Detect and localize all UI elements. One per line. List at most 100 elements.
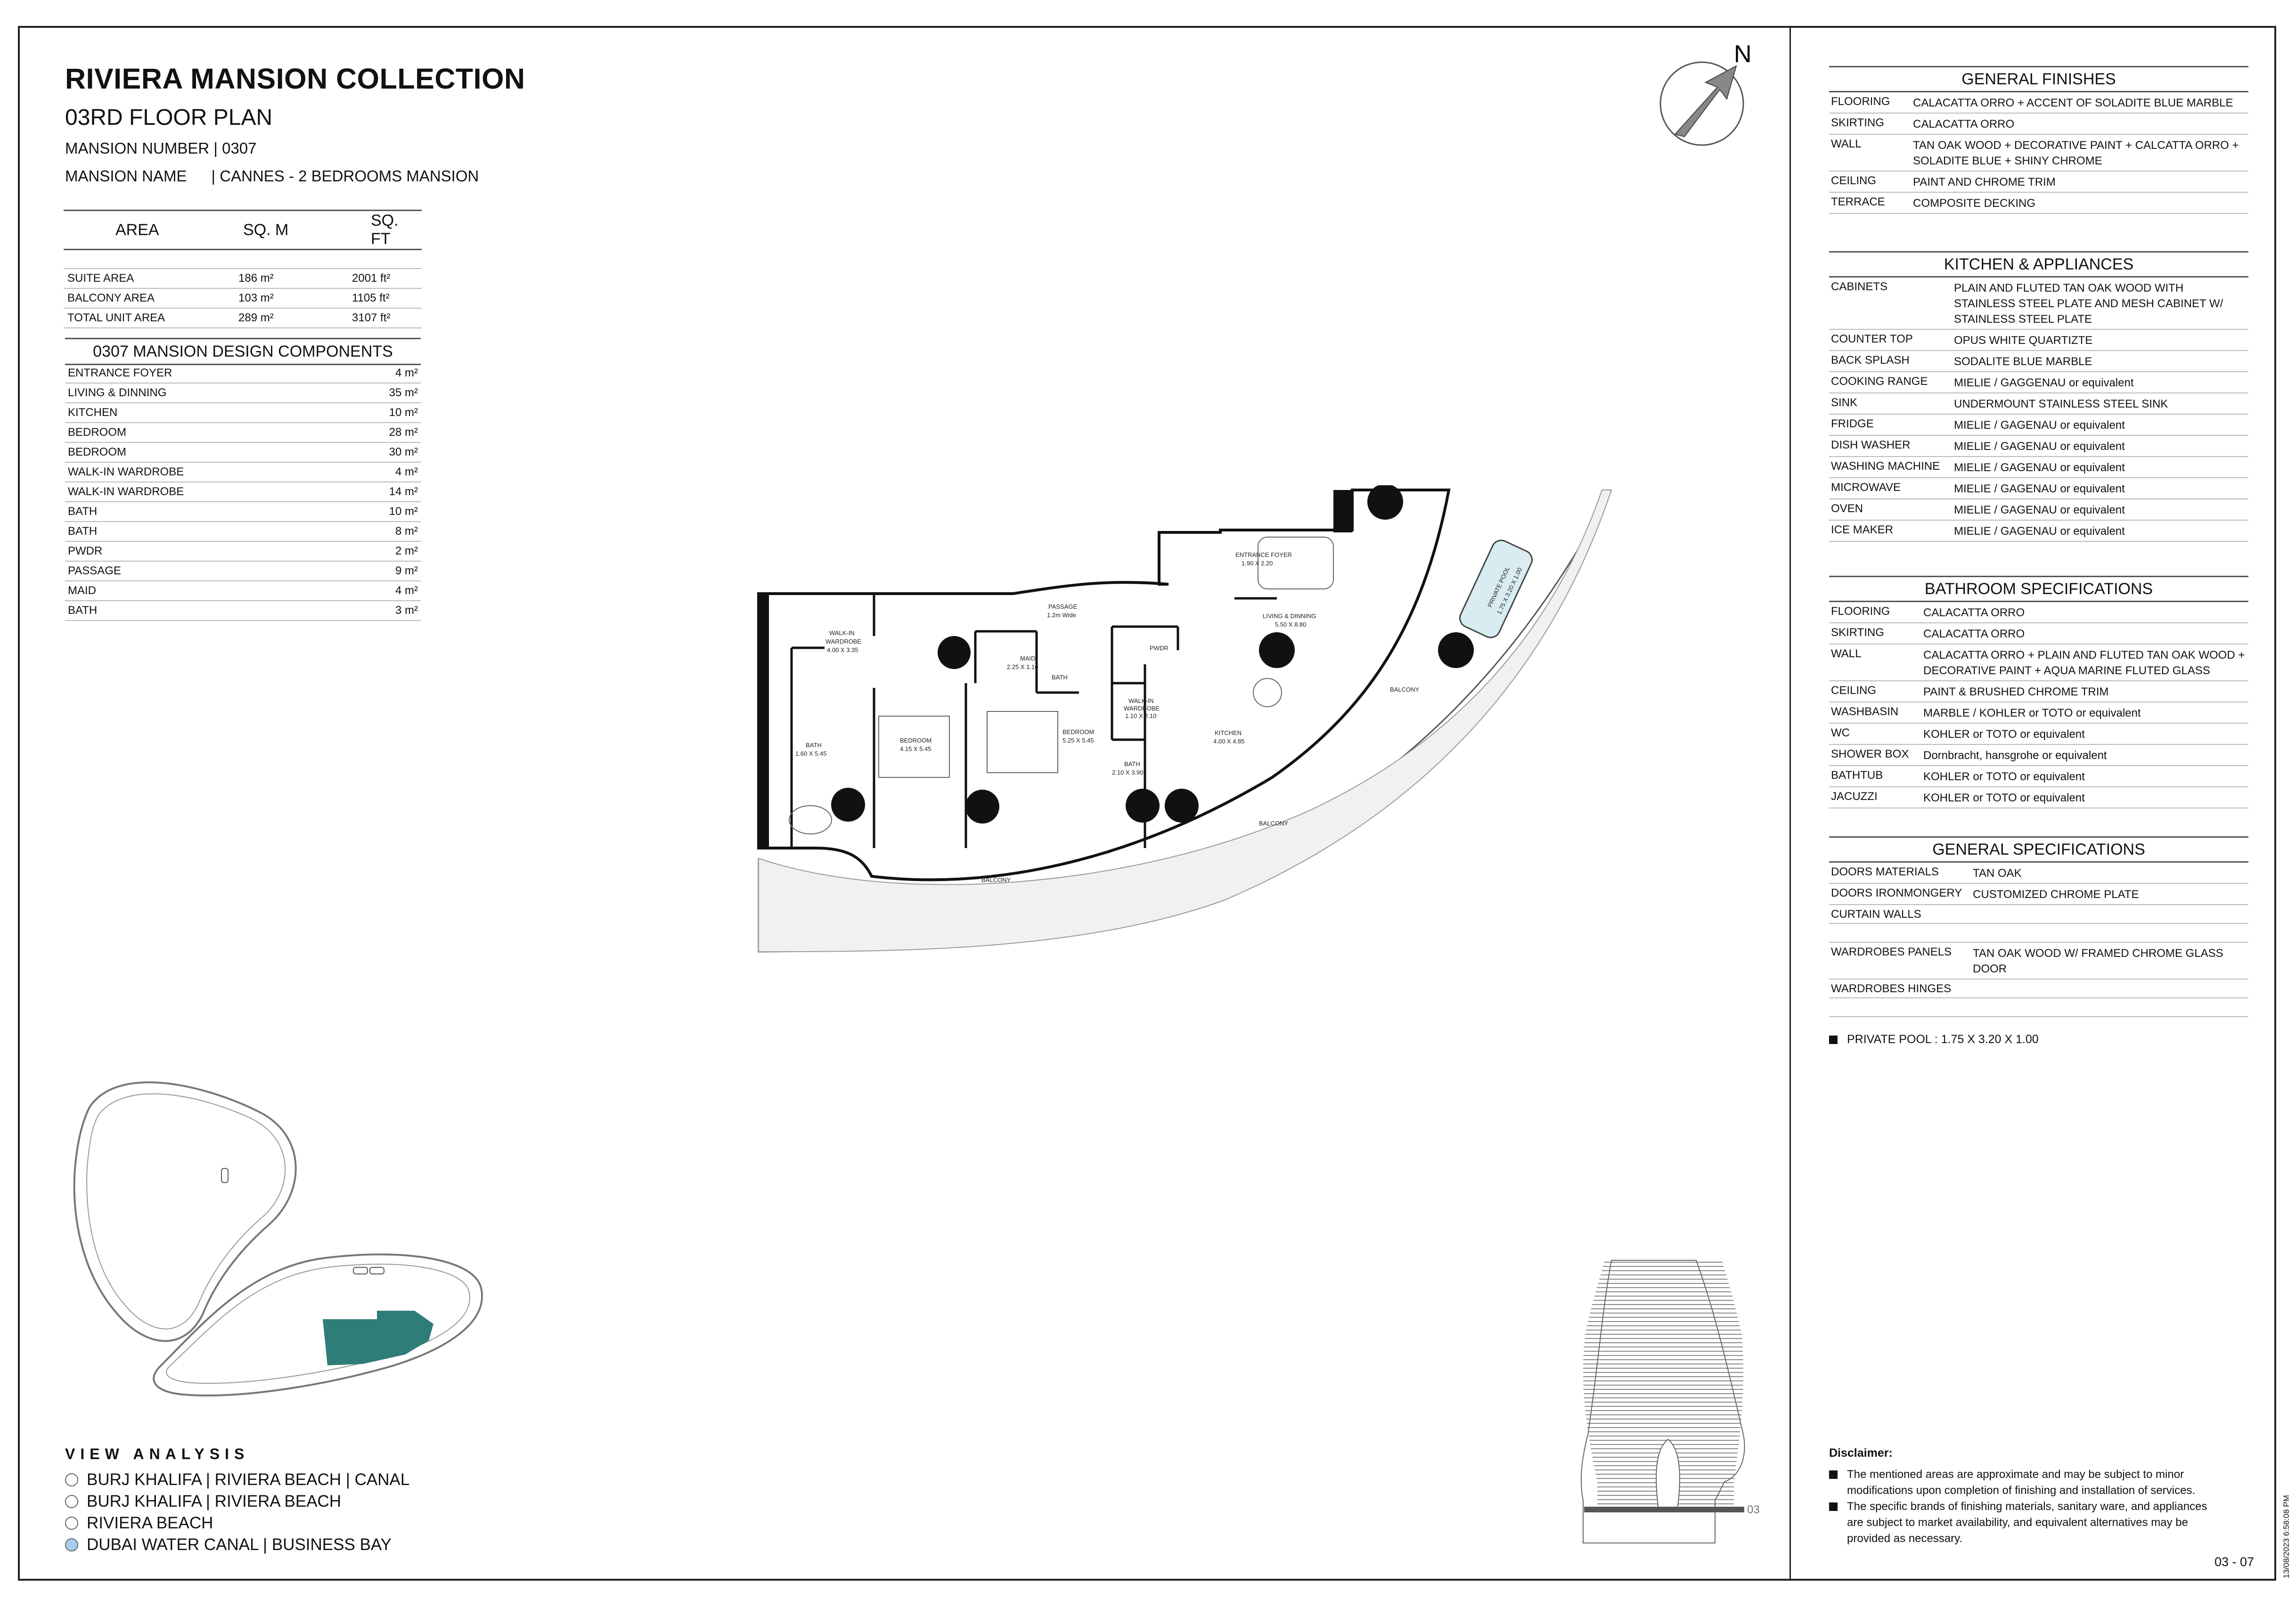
component-label: ENTRANCE FOYER <box>68 367 172 379</box>
section-title: KITCHEN & APPLIANCES <box>1829 251 2248 278</box>
table-row: WARDROBES HINGES <box>1829 979 2248 998</box>
component-label: BEDROOM <box>68 446 127 458</box>
room-dim: 4.00 X 3.35 <box>827 646 858 653</box>
spec-value: MIELIE / GAGENAU or equivalent <box>1954 482 2125 495</box>
view-option-label: DUBAI WATER CANAL | BUSINESS BAY <box>87 1535 392 1554</box>
spec-value: COMPOSITE DECKING <box>1913 197 2036 210</box>
area-sqm: 289 m² <box>234 308 347 328</box>
section-title: GENERAL FINISHES <box>1829 66 2248 92</box>
room-label: PWDR <box>1150 645 1168 652</box>
spec-value: CALACATTA ORRO <box>1923 628 2025 640</box>
component-label: WALK-IN WARDROBE <box>68 465 184 478</box>
mansion-name-value: | CANNES - 2 BEDROOMS MANSION <box>211 167 479 185</box>
room-label: ENTRANCE FOYER <box>1235 551 1292 558</box>
room-dim: 5.50 X 8.80 <box>1275 621 1307 628</box>
room-label: BEDROOM <box>900 737 931 744</box>
sofa <box>1258 537 1334 589</box>
area-label: BALCONY AREA <box>64 288 234 309</box>
spec-key: WASHBASIN <box>1831 705 1899 718</box>
component-value: 8 m² <box>395 525 418 538</box>
unit-highlight <box>323 1311 433 1365</box>
floor-marker <box>1584 1507 1744 1512</box>
spec-key: DISH WASHER <box>1831 439 1911 451</box>
spec-key: FLOORING <box>1831 95 1890 108</box>
spec-value: KOHLER or TOTO or equivalent <box>1923 792 2085 804</box>
spec-value: PLAIN AND FLUTED TAN OAK WOOD WITH STAIN… <box>1954 282 2223 326</box>
component-label: KITCHEN <box>68 406 118 419</box>
spec-key: CEILING <box>1831 684 1877 697</box>
list-item: BATH 8 m² <box>65 522 421 542</box>
view-option[interactable]: RIVIERA BEACH <box>65 1512 409 1534</box>
spec-key: WALL <box>1831 647 1862 660</box>
sqm-header: SQ. M <box>234 210 347 250</box>
room-dim: 2.25 X 1.10 <box>1007 663 1038 670</box>
room-label: WALK-IN <box>1128 697 1154 704</box>
disclaimer-item: The mentioned areas are approximate and … <box>1829 1467 2225 1499</box>
core-icon <box>353 1267 368 1274</box>
mansion-name: MANSION NAME| CANNES - 2 BEDROOMS MANSIO… <box>65 167 479 185</box>
view-option[interactable]: BURJ KHALIFA | RIVIERA BEACH | CANAL <box>65 1469 409 1491</box>
component-label: LIVING & DINNING <box>68 386 167 399</box>
component-label: BATH <box>68 525 98 538</box>
print-stamp: 13/08/2023 6:58:08 PM <box>2282 1495 2291 1578</box>
room-label: WALK-IN <box>829 629 855 637</box>
component-label: WALK-IN WARDROBE <box>68 485 184 498</box>
area-header: AREA <box>64 210 234 250</box>
key-plan <box>73 1081 483 1396</box>
components-title: 0307 MANSION DESIGN COMPONENTS <box>65 338 421 365</box>
room-label: BATH <box>1052 674 1068 681</box>
area-sqft: 1105 ft² <box>347 288 422 309</box>
table-row: SKIRTING CALACATTA ORRO <box>1829 114 2248 135</box>
table-row: SUITE AREA 186 m² 2001 ft² <box>64 269 422 289</box>
stair-wall <box>1333 490 1352 532</box>
view-option-label: RIVIERA BEACH <box>87 1514 213 1532</box>
spec-value: CALACATTA ORRO <box>1913 118 2015 131</box>
column <box>938 636 971 669</box>
key-plan-tower-a <box>73 1081 297 1342</box>
column <box>831 788 865 822</box>
spec-value: TAN OAK <box>1973 867 2022 880</box>
disclaimer-text: The mentioned areas are approximate and … <box>1847 1468 2196 1497</box>
table-row: CURTAIN WALLS <box>1829 905 2248 924</box>
spec-key: COOKING RANGE <box>1831 375 1928 388</box>
exterior-walls <box>757 489 1451 882</box>
component-label: MAID <box>68 584 96 597</box>
spec-key: BATHTUB <box>1831 769 1883 782</box>
view-analysis-title: VIEW ANALYSIS <box>65 1445 250 1462</box>
room-label: WARDROBE <box>825 638 861 645</box>
core-wall-left <box>759 594 769 848</box>
tower-arch <box>1656 1438 1680 1510</box>
radio-icon <box>65 1495 78 1508</box>
private-pool-note: PRIVATE POOL : 1.75 X 3.20 X 1.00 <box>1829 1033 2039 1046</box>
spec-value: MIELIE / GAGENAU or equivalent <box>1954 461 2125 474</box>
component-label: PWDR <box>68 545 103 557</box>
spec-key: SKIRTING <box>1831 116 1884 129</box>
spec-key: CABINETS <box>1831 280 1888 293</box>
spec-key: SHOWER BOX <box>1831 748 1909 760</box>
spec-value: KOHLER or TOTO or equivalent <box>1923 770 2085 783</box>
bed-furniture <box>878 716 950 778</box>
room-label: WARDROBE <box>1124 705 1160 712</box>
view-option-selected[interactable]: DUBAI WATER CANAL | BUSINESS BAY <box>65 1534 409 1556</box>
spec-value: PAINT & BRUSHED CHROME TRIM <box>1923 686 2109 698</box>
table-row: CABINETS PLAIN AND FLUTED TAN OAK WOOD WI… <box>1829 278 2248 330</box>
view-option-label: BURJ KHALIFA | RIVIERA BEACH <box>87 1492 342 1510</box>
column <box>1367 485 1403 520</box>
spec-key: MICROWAVE <box>1831 481 1901 494</box>
sheet-divider <box>1789 26 1791 1581</box>
component-value: 30 m² <box>389 446 418 458</box>
spec-value: UNDERMOUNT STAINLESS STEEL SINK <box>1954 398 2168 410</box>
spec-value: MIELIE / GAGENAU or equivalent <box>1954 419 2125 432</box>
view-option[interactable]: BURJ KHALIFA | RIVIERA BEACH <box>65 1491 409 1512</box>
spec-value <box>1973 924 2248 929</box>
